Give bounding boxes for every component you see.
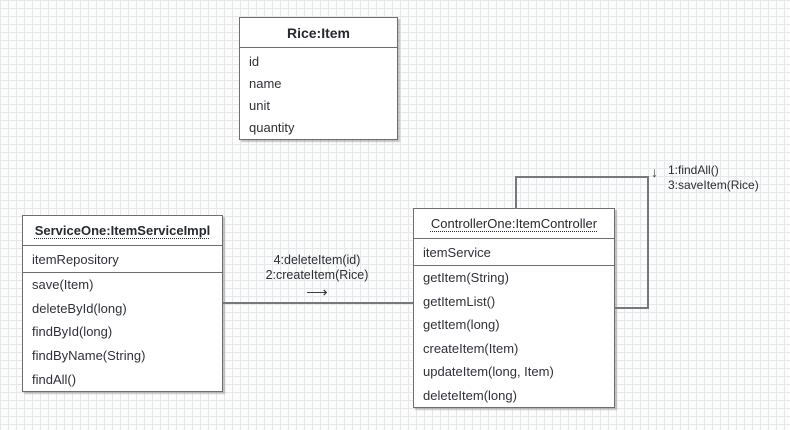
self-loop-segment-top[interactable] xyxy=(515,176,648,178)
method-row: findById(long) xyxy=(32,324,113,340)
self-loop-segment-left[interactable] xyxy=(515,176,517,209)
self-loop-segment-right[interactable] xyxy=(647,176,649,308)
methods-section: getItem(String) getItemList() getItem(lo… xyxy=(414,266,614,407)
attributes-section: itemRepository xyxy=(23,246,222,273)
class-title: Rice:Item xyxy=(240,18,397,48)
attribute-row: id xyxy=(249,53,260,69)
method-row: updateItem(long, Item) xyxy=(423,364,554,380)
message-line: 3:saveItem(Rice) xyxy=(668,177,759,192)
method-row: getItem(long) xyxy=(423,317,500,333)
message-label-self-loop[interactable]: 1:findAll() 3:saveItem(Rice) xyxy=(668,163,759,192)
method-row: createItem(Item) xyxy=(423,340,519,356)
uml-class-controller-one[interactable]: ControllerOne:ItemController itemService… xyxy=(413,208,615,408)
method-row: save(Item) xyxy=(32,277,94,293)
self-loop-segment-bottom[interactable] xyxy=(614,307,649,309)
attributes-section: itemService xyxy=(414,239,614,266)
method-row: findAll() xyxy=(32,371,77,387)
message-label-service-controller[interactable]: 4:deleteItem(id) 2:createItem(Rice) xyxy=(227,253,407,283)
connector-service-controller[interactable] xyxy=(223,302,413,304)
attribute-row: unit xyxy=(249,98,270,114)
class-title: ControllerOne:ItemController xyxy=(414,209,614,239)
class-title: ServiceOne:ItemServiceImpl xyxy=(23,216,222,246)
method-row: deleteItem(long) xyxy=(423,387,517,403)
attribute-row: quantity xyxy=(249,120,295,136)
message-line: 1:findAll() xyxy=(668,163,719,177)
method-row: getItemList() xyxy=(423,293,496,309)
message-line: 2:createItem(Rice) xyxy=(265,268,369,282)
attribute-row: itemService xyxy=(423,244,491,260)
right-arrow-icon: ⟶ xyxy=(306,284,328,301)
message-line: 4:deleteItem(id) xyxy=(273,253,361,267)
attribute-row: name xyxy=(249,75,282,91)
down-arrow-icon: ↓ xyxy=(651,164,658,180)
method-row: deleteById(long) xyxy=(32,300,127,316)
methods-section: save(Item) deleteById(long) findById(lon… xyxy=(23,273,222,391)
method-row: getItem(String) xyxy=(423,270,509,286)
uml-class-service-one[interactable]: ServiceOne:ItemServiceImpl itemRepositor… xyxy=(22,215,223,392)
attributes-section: id name unit quantity xyxy=(240,48,397,139)
attribute-row: itemRepository xyxy=(32,251,119,267)
uml-class-rice-item[interactable]: Rice:Item id name unit quantity xyxy=(239,17,398,140)
method-row: findByName(String) xyxy=(32,348,146,364)
